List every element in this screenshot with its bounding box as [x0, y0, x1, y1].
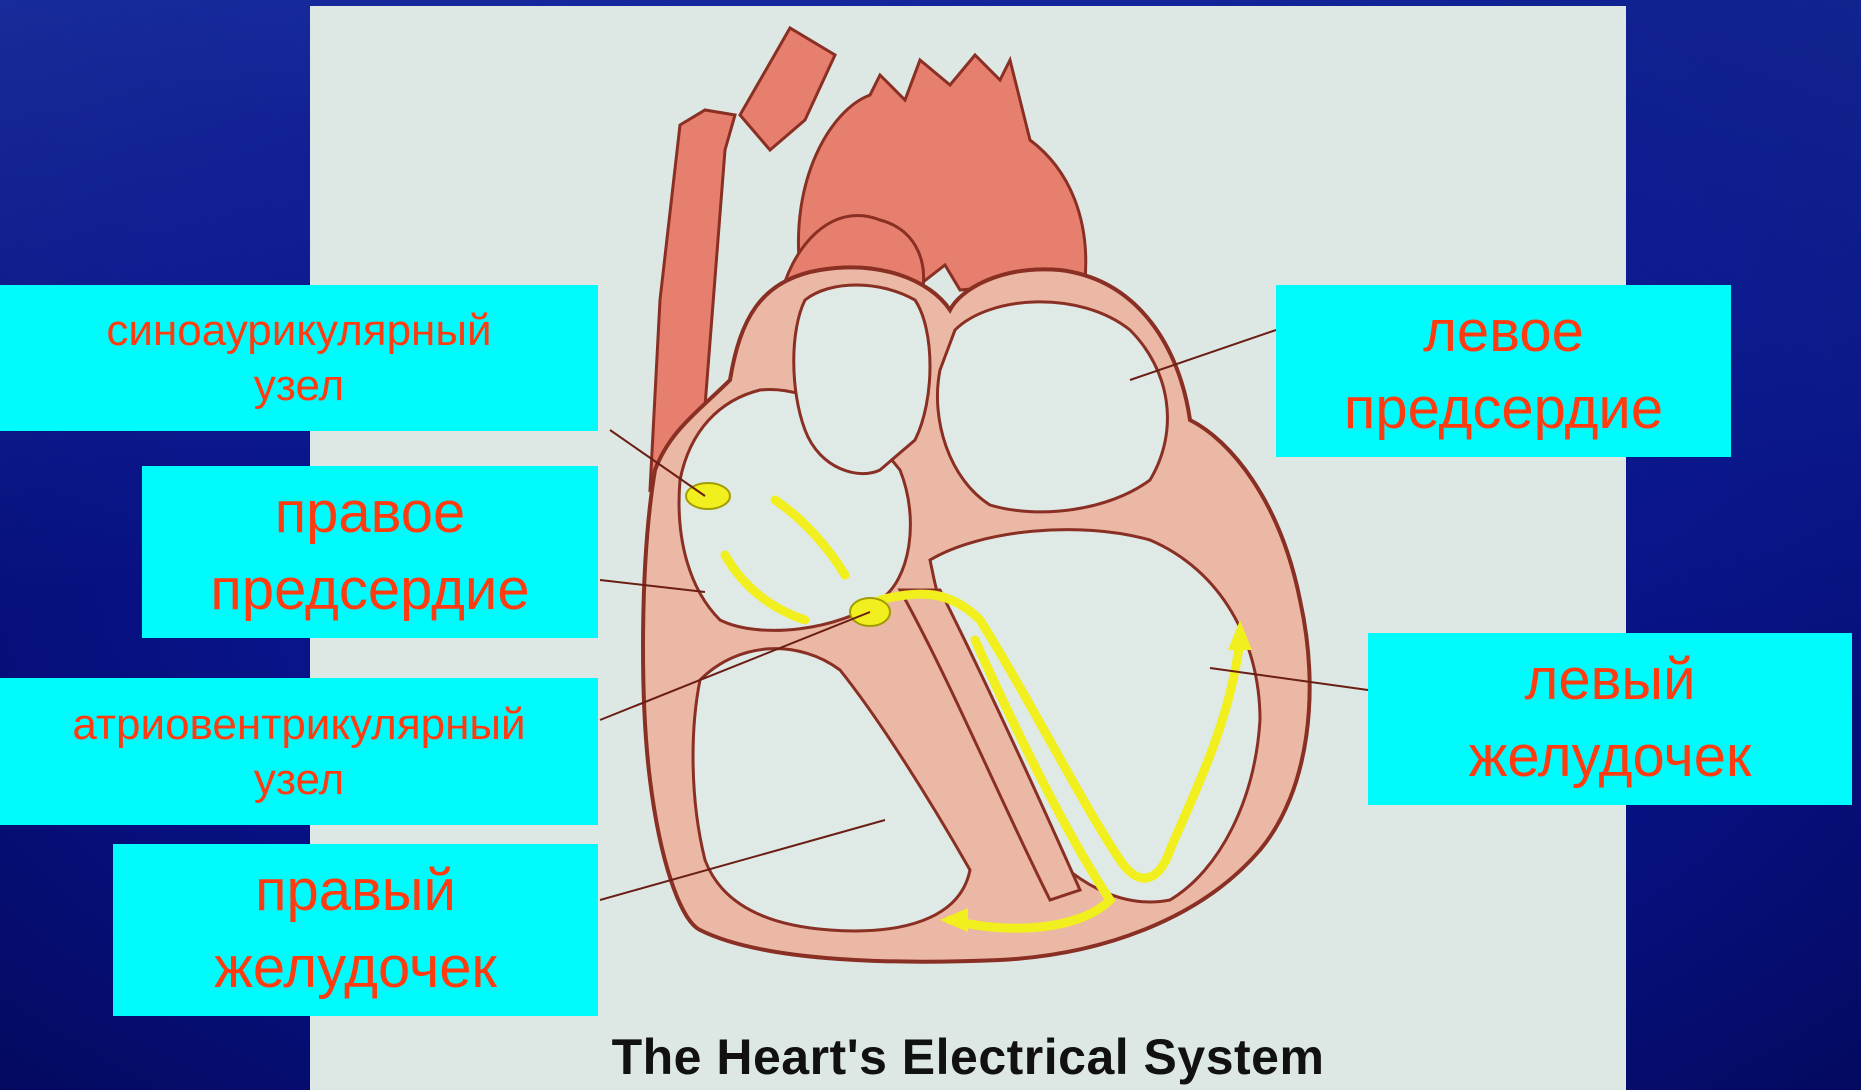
label-left-ventricle: левый желудочек	[1368, 633, 1852, 805]
label-right-atrium: правое предсердие	[142, 466, 598, 638]
label-sa-node: синоаурикулярный узел	[0, 285, 598, 431]
pulmonary-chamber	[794, 285, 930, 474]
label-av-node: атриовентрикулярный узел	[0, 678, 598, 825]
label-right-ventricle: правый желудочек	[113, 844, 598, 1016]
left-atrium-chamber	[937, 302, 1167, 512]
vena-cava-upper	[740, 28, 835, 150]
label-left-atrium: левое предсердие	[1276, 285, 1731, 457]
diagram-caption: The Heart's Electrical System	[310, 1028, 1626, 1086]
